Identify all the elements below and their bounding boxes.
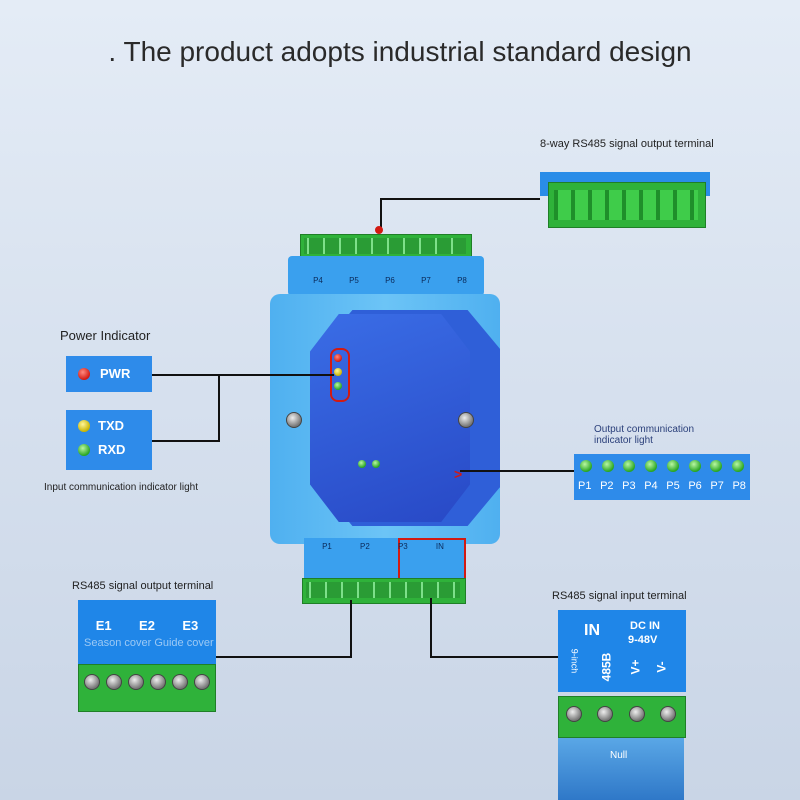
terminal-block-8way	[540, 172, 710, 230]
terminal-screw	[628, 706, 645, 722]
terminal-screw	[659, 706, 676, 722]
terminal-label-e3: E3	[182, 618, 199, 633]
connector-line-comm-v	[218, 374, 220, 442]
input-vminus-label: V-	[654, 661, 669, 673]
label-output-comm: Output communication indicator light	[594, 424, 695, 446]
terminal-screw	[194, 674, 210, 690]
output-led-label: P1	[578, 480, 592, 492]
output-led-label: P2	[600, 480, 614, 492]
rxd-label: RXD	[98, 442, 126, 457]
output-led-label: P7	[710, 480, 724, 492]
device-port-label: P2	[360, 542, 370, 551]
terminal-label-e1: E1	[95, 618, 112, 633]
terminal-screw	[597, 706, 614, 722]
terminal-screw	[106, 674, 122, 690]
pwr-led-icon	[78, 368, 90, 380]
terminal-screw	[172, 674, 188, 690]
device-port-label: IN	[435, 542, 444, 551]
label-power-indicator: Power Indicator	[60, 328, 151, 343]
red-dot-marker	[375, 226, 383, 234]
label-8way-output: 8-way RS485 signal output terminal	[540, 138, 714, 150]
connector-line-power	[152, 374, 334, 376]
connector-line-rs485-input	[430, 656, 558, 658]
input-in-label: IN	[584, 622, 600, 639]
output-led-icon	[688, 460, 701, 472]
page-title: . The product adopts industrial standard…	[108, 36, 692, 67]
device-port-label: P8	[457, 276, 467, 285]
device-port-label: P1	[322, 542, 332, 551]
txd-label: TXD	[98, 418, 124, 433]
terminal-screw	[128, 674, 144, 690]
input-inch-label: 9-inch	[569, 648, 580, 674]
device-port-label: P4	[313, 276, 323, 285]
connector-line-output-comm	[460, 470, 574, 472]
label-input-comm: Input communication indicator light	[44, 482, 198, 493]
device-port-label: P6	[385, 276, 395, 285]
output-led-label: P4	[644, 480, 658, 492]
connector-line-comm	[152, 440, 220, 442]
connector-line-rs485-input-v	[430, 598, 432, 658]
label-rs485-input: RS485 signal input terminal	[552, 590, 687, 602]
input-485b-label: 485B	[599, 652, 614, 682]
output-led-label: P8	[732, 480, 746, 492]
output-led-icon	[645, 460, 658, 472]
device-front-panel	[310, 314, 470, 522]
mount-screw	[286, 412, 302, 428]
watermark-text: Season cover Guide cover	[84, 637, 214, 649]
rxd-led-icon	[78, 444, 90, 456]
output-led-icon	[580, 460, 592, 472]
device-port-label: P7	[421, 276, 431, 285]
terminal-screw	[566, 706, 582, 722]
terminal-screw	[150, 674, 166, 690]
connector-line-rs485-output	[216, 656, 352, 658]
txd-led-icon	[78, 420, 90, 432]
output-led-icon	[710, 460, 723, 472]
comm-panel: TXD RXD	[66, 410, 152, 470]
rs485-hub-device: P4 P5 P6 P7 P8 P1 P2 P3 IN	[270, 228, 500, 608]
output-led-panel: P1 P2 P3 P4 P5 P6 P7 P8	[574, 454, 750, 500]
output-led-label: P5	[666, 480, 680, 492]
label-rs485-output: RS485 signal output terminal	[72, 580, 214, 592]
terminal-label-e2: E2	[139, 618, 155, 633]
output-led-icon	[666, 460, 679, 472]
device-port-label: P3	[397, 542, 408, 551]
chevron-marker-icon: >	[454, 466, 463, 482]
connector-line-rs485-output-v	[350, 600, 352, 658]
mount-screw	[458, 412, 474, 428]
power-panel: PWR	[66, 356, 152, 392]
output-led-label: P6	[688, 480, 702, 492]
device-port-label: P5	[349, 276, 359, 285]
connector-line-top	[380, 198, 540, 200]
pwr-label: PWR	[100, 366, 131, 381]
connector-line-top-v	[380, 198, 382, 228]
output-led-icon	[731, 460, 744, 472]
input-null-label: Null	[610, 750, 628, 761]
input-vplus-label: V+	[628, 659, 643, 675]
output-led-label: P3	[622, 480, 636, 492]
input-voltage-label: 9-48V	[628, 634, 658, 646]
input-dcin-label: DC IN	[630, 620, 660, 632]
terminal-screw	[84, 674, 100, 690]
rs485-input-terminal: IN DC IN 9-48V 9-inch 485B V+ V- Null	[558, 610, 686, 800]
output-led-icon	[623, 460, 636, 472]
rs485-output-terminal: E1 E2 E3 Season cover Guide cover	[78, 600, 216, 712]
output-led-icon	[601, 460, 614, 472]
